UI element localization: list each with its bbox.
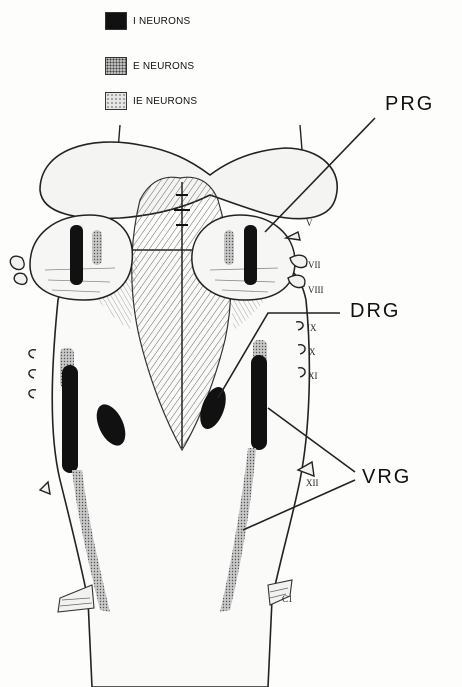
- nerve-x-label: X: [309, 347, 316, 357]
- pons-i-neuron-cluster: [70, 225, 83, 285]
- nerve-v-label: V: [306, 218, 313, 228]
- nerve-viii-label: VIII: [308, 285, 324, 295]
- pons-e-neuron-cluster: [92, 230, 102, 265]
- prg-label: PRG: [385, 93, 434, 116]
- nerve-c1-label: C1: [282, 594, 293, 604]
- nerve-ix-label: IX: [307, 323, 317, 333]
- pons-left: [30, 215, 132, 300]
- pons-right: [192, 215, 295, 300]
- nerve-xii-label: XII: [306, 478, 319, 488]
- vrg-label: VRG: [362, 466, 411, 489]
- pons-i-neuron-cluster: [244, 225, 257, 285]
- nerve-xi-label: XI: [308, 371, 318, 381]
- left-cranial-nerve-roots: [10, 256, 50, 494]
- nerve-vii-label: VII: [308, 260, 321, 270]
- drg-label: DRG: [350, 300, 400, 323]
- pons-e-neuron-cluster: [224, 230, 234, 265]
